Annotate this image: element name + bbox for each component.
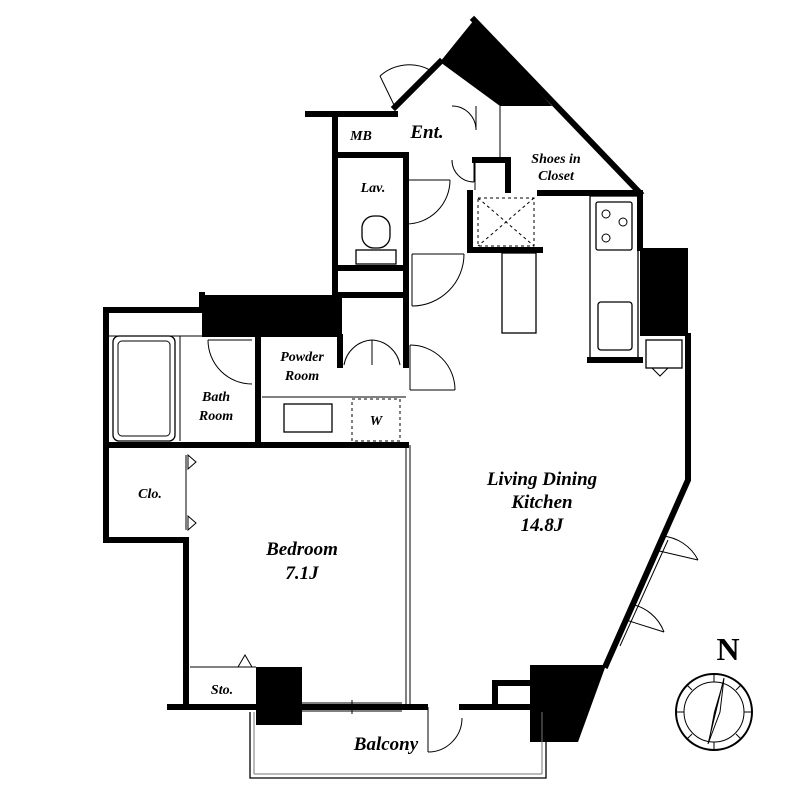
- label-shoes-closet-line2: Closet: [538, 169, 575, 184]
- label-living-size: 14.8J: [521, 515, 564, 536]
- label-bedroom-size: 7.1J: [285, 563, 319, 584]
- compass-north-label: N: [716, 631, 739, 667]
- label-bath-room-line1: Bath: [201, 390, 230, 405]
- walls: [103, 15, 691, 710]
- label-bath-room-line2: Room: [198, 409, 233, 424]
- doors: [207, 64, 699, 753]
- label-balcony: Balcony: [353, 734, 419, 755]
- label-entrance: Ent.: [409, 122, 443, 143]
- structure-column-bedroom: [256, 667, 302, 725]
- label-storage: Sto.: [211, 683, 233, 698]
- label-washer: W: [370, 414, 384, 429]
- label-living-line2: Kitchen: [510, 492, 572, 513]
- compass-needle-light: [707, 677, 725, 745]
- label-lavatory: Lav.: [360, 181, 386, 196]
- label-living-line1: Living Dining: [486, 469, 597, 490]
- compass: N: [675, 631, 753, 751]
- structure-pillar-top: [440, 20, 552, 106]
- label-mb: MB: [349, 129, 372, 144]
- label-closet: Clo.: [138, 487, 162, 502]
- structure-pillar-bottom-right: [530, 665, 606, 742]
- label-powder-room-line2: Room: [284, 369, 319, 384]
- label-shoes-closet-line1: Shoes in: [531, 152, 581, 167]
- label-bedroom: Bedroom: [265, 539, 338, 560]
- compass-ticks: [676, 674, 752, 750]
- label-powder-room-line1: Powder: [280, 350, 324, 365]
- structure-shaft-top-left: [202, 295, 342, 337]
- interior-lines: [106, 106, 683, 779]
- structure-column-right: [640, 248, 688, 336]
